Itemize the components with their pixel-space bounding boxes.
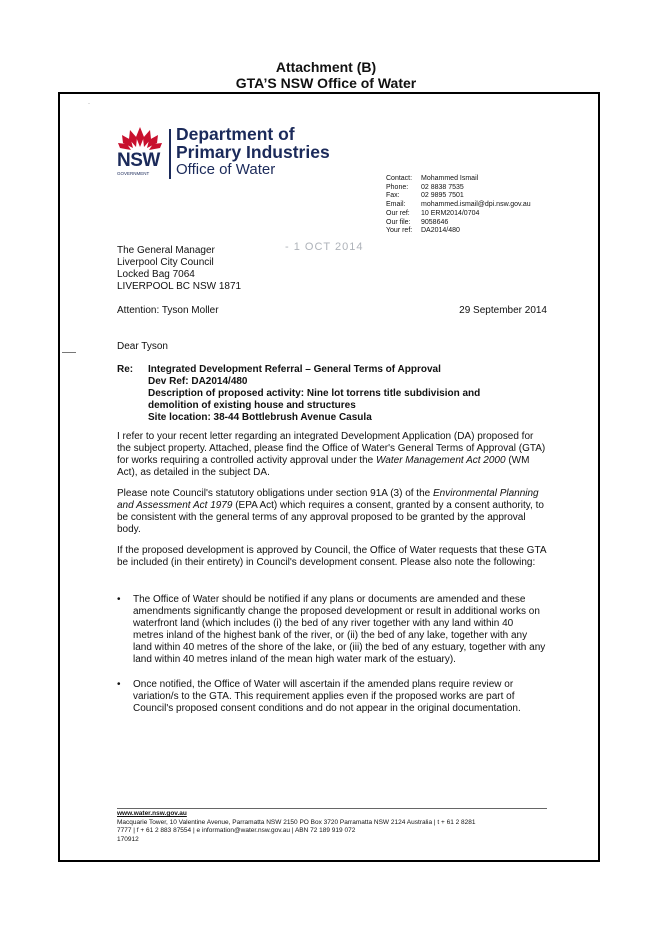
contact-value: 02 9895 7501 <box>421 192 464 200</box>
subject-line: Integrated Development Referral – Genera… <box>148 364 441 375</box>
subject-line: demolition of existing house and structu… <box>148 400 356 411</box>
government-label: GOVERNMENT <box>117 171 150 176</box>
letter-footer: www.water.nsw.gov.au Macquarie Tower, 10… <box>117 810 547 844</box>
addressee-line: Liverpool City Council <box>117 257 214 268</box>
office-name: Office of Water <box>176 161 276 178</box>
logo-divider <box>169 129 171 179</box>
subject-line: Site location: 38-44 Bottlebrush Avenue … <box>148 412 372 423</box>
footer-address: Macquarie Tower, 10 Valentine Avenue, Pa… <box>117 818 476 826</box>
paragraph-text: (WM Act), as detailed in the subject DA. <box>117 455 530 478</box>
bullet-glyph: • <box>117 679 121 690</box>
footer-code: 170912 <box>117 835 139 843</box>
attention-line: Attention: Tyson Moller <box>117 305 219 316</box>
addressee-block: The General Manager Liverpool City Counc… <box>117 245 241 293</box>
contact-value: 9058646 <box>421 218 449 226</box>
contact-row: Contact: Mohammed Ismail <box>386 175 531 184</box>
addressee-line: The General Manager <box>117 245 215 256</box>
contact-value: Mohammed Ismail <box>421 175 479 182</box>
contact-label: Email: <box>386 201 406 209</box>
contact-row: Our file: 9058646 <box>386 219 531 228</box>
contact-row: Fax: 02 9895 7501 <box>386 192 531 201</box>
footer-contacts: 7777 | f + 61 2 883 87554 | e informatio… <box>117 827 356 835</box>
footer-divider <box>117 808 547 809</box>
contact-label: Phone: <box>386 183 409 191</box>
attachment-subtitle: GTA’S NSW Office of Water <box>235 75 417 91</box>
contact-label: Your ref: <box>386 227 413 235</box>
salutation: Dear Tyson <box>117 341 168 352</box>
footer-url[interactable]: www.water.nsw.gov.au <box>117 810 187 817</box>
department-line-2: Primary Industries <box>176 142 330 162</box>
contact-block: Contact: Mohammed Ismail Phone: 02 8838 75… <box>386 175 531 236</box>
bullet-text: The Office of Water should be notified i… <box>133 594 546 665</box>
addressee-line: LIVERPOOL BC NSW 1871 <box>117 281 242 292</box>
contact-label: Fax: <box>386 192 400 200</box>
subject-line: Dev Ref: DA2014/480 <box>148 376 248 387</box>
contact-row: Phone: 02 8838 7535 <box>386 184 531 193</box>
attachment-title: Attachment (B) <box>275 59 377 75</box>
bullet-glyph: • <box>117 594 121 605</box>
dpi-logo: NSW GOVERNMENT Department of Primary Ind… <box>117 125 337 181</box>
paragraph-text: (EPA Act) which requires a consent, gran… <box>117 500 544 535</box>
received-stamp: - 1 OCT 2014 <box>285 241 364 253</box>
scan-mark: · <box>88 101 90 107</box>
letter-date: 29 September 2014 <box>459 305 547 316</box>
contact-label: Contact: <box>386 175 413 182</box>
contact-row: Email: mohammed.ismail@dpi.nsw.gov.au <box>386 201 531 210</box>
contact-label: Our ref: <box>386 209 410 217</box>
contact-value: mohammed.ismail@dpi.nsw.gov.au <box>421 201 531 209</box>
contact-value: 10 ERM2014/0704 <box>421 209 480 217</box>
bullet-text: Once notified, the Office of Water will … <box>133 679 521 714</box>
subject-line: Description of proposed activity: Nine l… <box>148 388 481 399</box>
contact-label: Our file: <box>386 218 411 226</box>
act-title: Water Management Act 2000 <box>376 455 506 466</box>
paragraph-obligations: Please note Council's statutory obligati… <box>117 488 547 536</box>
waratah-icon <box>118 127 162 150</box>
subject-block: Integrated Development Referral – Genera… <box>148 364 548 424</box>
contact-value: 02 8838 7535 <box>421 183 464 191</box>
department-line-1: Department of <box>176 124 295 144</box>
paragraph-text: Please note Council's statutory obligati… <box>117 488 433 499</box>
addressee-line: Locked Bag 7064 <box>117 269 195 280</box>
contact-value: DA2014/480 <box>421 227 460 235</box>
paragraph-approval: If the proposed development is approved … <box>117 545 546 568</box>
nsw-wordmark: NSW <box>117 150 160 171</box>
re-label: Re: <box>117 364 134 375</box>
paragraph-referral: I refer to your recent letter regarding … <box>117 431 547 479</box>
department-name: Department of Primary Industries <box>176 125 330 161</box>
act-title: Environmental Planning and Assessment Ac… <box>117 488 539 511</box>
letter-frame <box>58 92 600 862</box>
contact-row: Your ref: DA2014/480 <box>386 227 531 236</box>
contact-row: Our ref: 10 ERM2014/0704 <box>386 210 531 219</box>
paragraph-text: I refer to your recent letter regarding … <box>117 431 546 466</box>
scan-margin-mark <box>62 352 76 353</box>
